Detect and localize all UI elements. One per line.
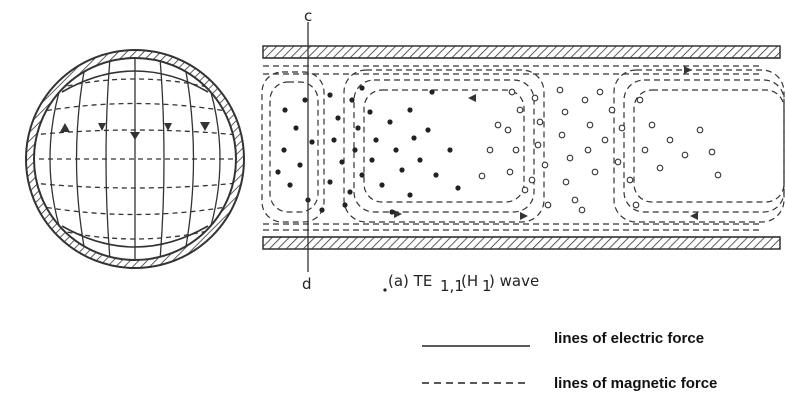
caption-suffix: ) wave [489, 272, 539, 290]
caption: (a) TE 1,1 (H 1 ) wave [383, 272, 539, 295]
bottom-cap-curve [61, 225, 209, 248]
longitudinal-section [261, 22, 785, 272]
magnetic-loops [261, 65, 785, 231]
cross-section-magnetic-lines [34, 78, 236, 240]
electric-field-dots-open [478, 86, 722, 214]
circular-cross-section [25, 49, 245, 269]
top-cap-curve [61, 70, 209, 93]
section-label-bottom: d [302, 275, 312, 293]
electric-field-dots-filled [275, 85, 461, 215]
legend-electric-label: lines of electric force [554, 330, 704, 347]
cross-section-arrows [60, 122, 210, 140]
bottom-wall [262, 236, 781, 250]
legend-magnetic-label: lines of magnetic force [554, 375, 717, 392]
caption-mode: (H [461, 272, 478, 290]
caption-subscript: 1,1 [440, 277, 464, 295]
caption-prefix: (a) TE [388, 272, 432, 290]
section-label-top: c [304, 7, 312, 25]
magnetic-arrows [394, 66, 698, 220]
top-wall [262, 45, 781, 59]
legend: lines of electric force lines of magneti… [422, 330, 717, 392]
caption-mode-sub: 1 [482, 277, 492, 295]
